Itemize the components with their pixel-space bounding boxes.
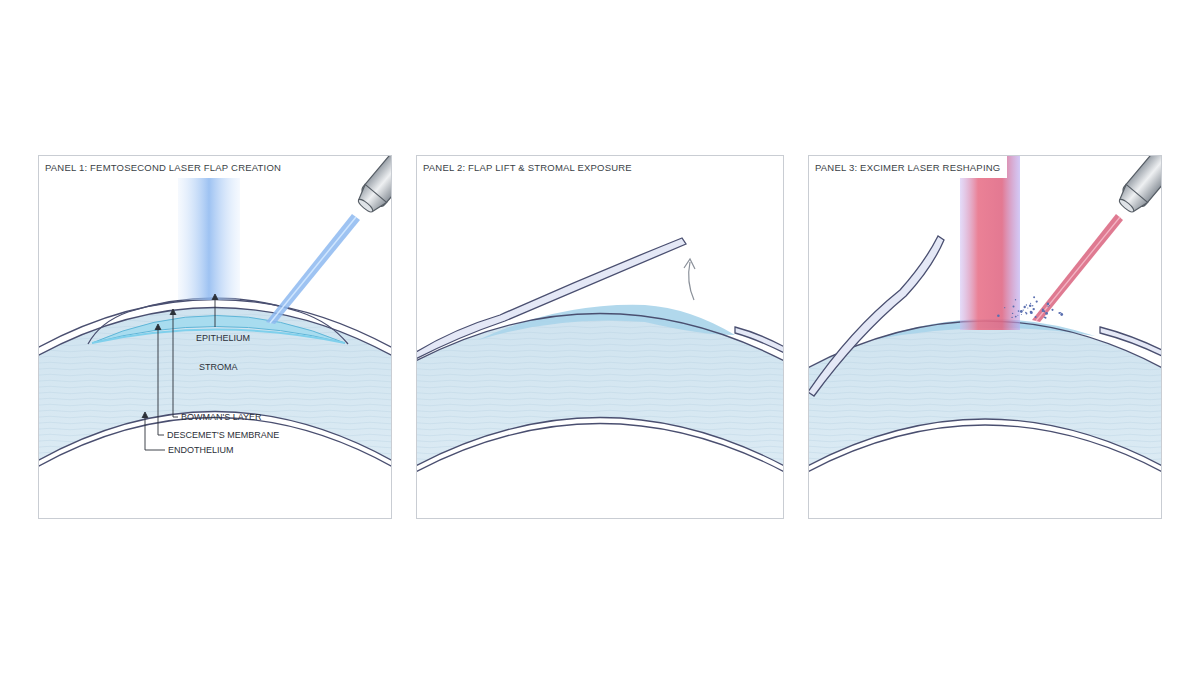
layer-label: BOWMAN'S LAYER: [181, 413, 262, 422]
panel-title: PANEL 1: FEMTOSECOND LASER FLAP CREATION: [39, 156, 288, 178]
layer-label: STROMA: [199, 363, 238, 372]
layer-label: ENDOTHELIUM: [168, 446, 234, 455]
panel-frame: PANEL 2: FLAP LIFT & STROMAL EXPOSURE: [416, 155, 784, 519]
panel-title: PANEL 3: EXCIMER LASER RESHAPING: [809, 156, 1007, 178]
panel-title: PANEL 2: FLAP LIFT & STROMAL EXPOSURE: [417, 156, 639, 178]
layer-label: EPITHELIUM: [196, 334, 250, 343]
layer-label: DESCEMET'S MEMBRANE: [167, 431, 279, 440]
panel-frame: PANEL 3: EXCIMER LASER RESHAPING: [808, 155, 1162, 519]
